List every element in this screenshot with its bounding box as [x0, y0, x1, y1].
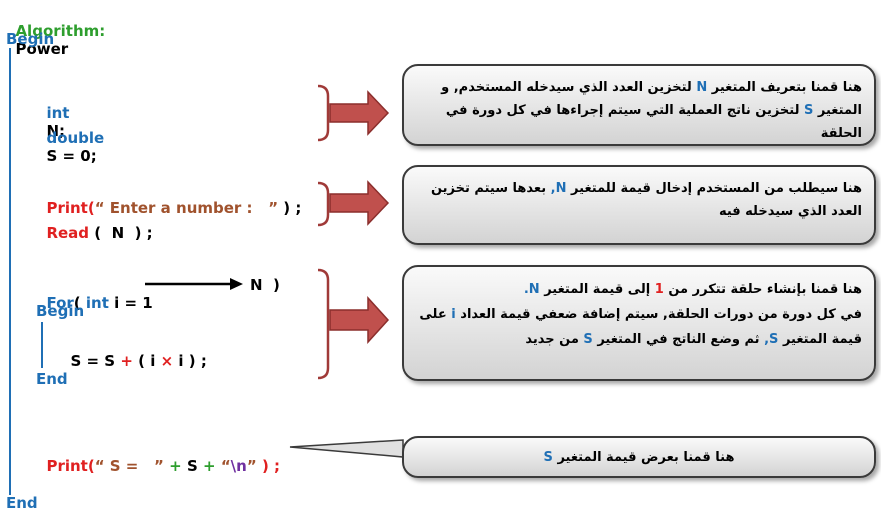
- note3-line3: قيمة المتغير S, ثم وضع الناتج في المتغير…: [416, 327, 862, 352]
- print2-plus2: +: [203, 457, 216, 475]
- loop-body: S = S + ( i × i ) ;: [60, 334, 207, 370]
- note3-var-i: i: [451, 307, 456, 322]
- bracket-1: [317, 84, 330, 142]
- type-int: int: [46, 104, 70, 122]
- read-keyword: Read: [46, 224, 90, 242]
- print-line-2: Print(“ S = ” + S + “\n” ) ;: [36, 439, 280, 475]
- print-line-1: Print(“ Enter a number : ” ) ;: [36, 181, 301, 217]
- loop-begin-keyword: Begin: [36, 302, 85, 320]
- for-range-arrow-head: [230, 278, 243, 290]
- bracket-2: [317, 181, 330, 227]
- note3-var-n: N.: [523, 282, 540, 297]
- loop-times: ×: [160, 352, 174, 370]
- print-string: “ Enter a number : ”: [94, 199, 279, 217]
- callout-pointer: [289, 439, 404, 458]
- decl-line-1: int N;: [36, 86, 69, 140]
- loop-lhs: S = S: [70, 352, 116, 370]
- note3-l2-b: على: [419, 307, 447, 322]
- loop-open: ( i: [138, 352, 156, 370]
- note4-text: هنا قمنا بعرض قيمة المتغير: [557, 450, 735, 465]
- print2-keyword: Print: [46, 457, 88, 475]
- note1-line2: المتغير S لتخزين ناتج العملية التي سيتم …: [416, 99, 862, 145]
- paren-open: (: [87, 199, 95, 217]
- note3-l3-b: ثم وضع الناتج في المتغير: [597, 332, 760, 347]
- note3-l2-a: في كل دورة من دورات الحلقة, سيتم إضافة ض…: [460, 307, 862, 322]
- for-keyword: For: [46, 294, 74, 312]
- note1-l2-b: لتخزين ناتج العملية التي سيتم إجراءها في…: [445, 103, 862, 141]
- note4-var-s: S: [543, 450, 553, 465]
- for-init: i = 1: [114, 294, 153, 312]
- note-output: هنا قمنا بعرض قيمة المتغير S: [402, 436, 876, 478]
- type-double: double: [46, 129, 105, 147]
- arrow-1: [329, 90, 390, 136]
- note1-var-n: N: [696, 80, 708, 95]
- note1-l1-a: هنا قمنا بتعريف المتغير: [711, 80, 862, 95]
- note2-l1-a: هنا سيطلب من المستخدم إدخال قيمة للمتغير: [571, 181, 862, 196]
- note-loop: هنا قمنا بإنشاء حلقة تتكرر من 1 إلى قيمة…: [402, 265, 876, 381]
- loop-end-keyword: End: [36, 370, 68, 388]
- end-keyword: End: [6, 494, 38, 512]
- print2-var-s: S: [186, 457, 198, 475]
- note-declarations: هنا قمنا بتعريف المتغير N لتخزين العدد ا…: [402, 64, 876, 146]
- algorithm-name: Power: [15, 40, 69, 58]
- arrow-3: [329, 296, 390, 344]
- note1-l2-a: المتغير: [817, 103, 862, 118]
- note3-var-s: S,: [764, 332, 779, 347]
- note2-l1-b: بعدها سيتم تخزين: [430, 181, 547, 196]
- paren-close: ) ;: [283, 199, 302, 217]
- for-paren-open: (: [73, 294, 81, 312]
- for-type-int: int: [85, 294, 109, 312]
- note3-num-1: 1: [654, 282, 664, 297]
- print2-paren-open: (: [87, 457, 95, 475]
- arrow-2: [329, 180, 390, 226]
- note3-l3-c: من جديد: [525, 332, 579, 347]
- loop-plus: +: [120, 352, 133, 370]
- note1-l1-b: لتخزين العدد الذي سيدخله المستخدم, و: [441, 80, 692, 95]
- var-s-decl: S = 0;: [46, 147, 97, 165]
- read-line: Read ( N ) ;: [36, 206, 153, 242]
- note3-l1-a: هنا قمنا بإنشاء حلقة تتكرر من: [668, 282, 862, 297]
- note2-line2: العدد الذي سيدخله فيه: [718, 204, 862, 219]
- note2-line1: هنا سيطلب من المستخدم إدخال قيمة للمتغير…: [416, 177, 862, 200]
- print2-plus1: +: [169, 457, 182, 475]
- note-input: هنا سيطلب من المستخدم إدخال قيمة للمتغير…: [402, 165, 876, 245]
- for-line: For( int i = 1: [36, 276, 153, 312]
- print2-quote-close: ”: [246, 457, 257, 475]
- note1-line1: هنا قمنا بتعريف المتغير N لتخزين العدد ا…: [416, 76, 862, 99]
- note2-var-n: N,: [550, 181, 567, 196]
- print-keyword: Print: [46, 199, 88, 217]
- note3-line2: في كل دورة من دورات الحلقة, سيتم إضافة ض…: [416, 302, 862, 327]
- print2-paren-close: ) ;: [261, 457, 281, 475]
- algorithm-title: Algorithm: Power: [5, 4, 105, 58]
- var-n-decl: N;: [46, 122, 66, 140]
- read-args: ( N ) ;: [94, 224, 153, 242]
- note3-l1-b: إلى قيمة المتغير: [544, 282, 651, 297]
- decl-line-2: double S = 0;: [36, 111, 104, 165]
- note3-var-s2: S: [583, 332, 593, 347]
- loop-close: i ) ;: [178, 352, 207, 370]
- begin-keyword: Begin: [6, 30, 55, 48]
- note1-var-s: S: [804, 103, 814, 118]
- print2-newline: \n: [230, 457, 247, 475]
- bracket-3: [317, 268, 330, 380]
- note3-line1: هنا قمنا بإنشاء حلقة تتكرر من 1 إلى قيمة…: [416, 277, 862, 302]
- print2-string1: “ S = ”: [94, 457, 164, 475]
- note3-l3-a: قيمة المتغير: [782, 332, 862, 347]
- for-limit: N ): [250, 276, 280, 294]
- algorithm-label: Algorithm:: [15, 22, 106, 40]
- print2-quote-open: “: [220, 457, 231, 475]
